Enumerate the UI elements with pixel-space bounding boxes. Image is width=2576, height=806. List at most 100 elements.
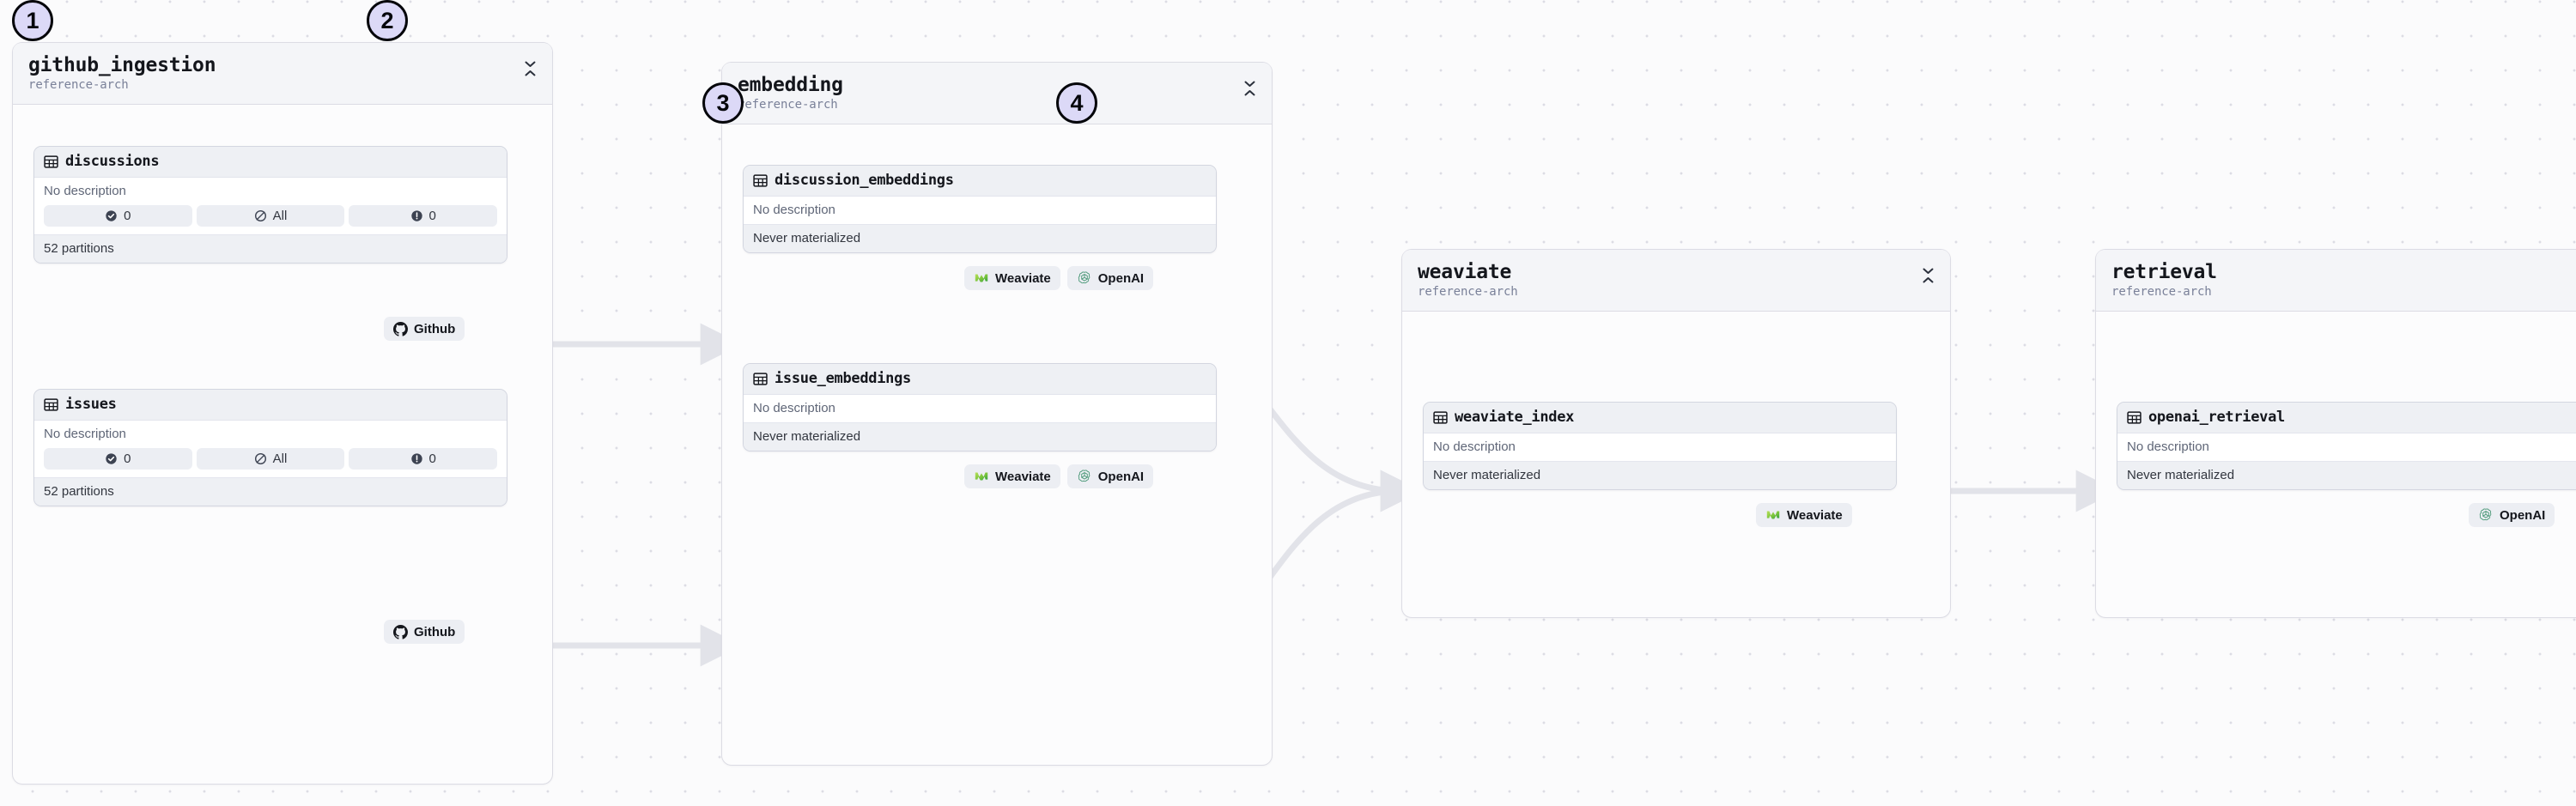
asset-node-openai-retrieval[interactable]: openai_retrieval No description Never ma…	[2117, 402, 2576, 491]
asset-node-discussion-embeddings[interactable]: discussion_embeddings No description Nev…	[743, 165, 1217, 254]
weaviate-icon	[975, 274, 988, 282]
asset-header: issues	[34, 390, 507, 421]
group-subtitle: reference-arch	[1418, 285, 1518, 300]
asset-status: Never materialized	[744, 224, 1216, 253]
group-body: weaviate_index No description Never mate…	[1402, 312, 1950, 679]
check-circle-icon	[106, 453, 117, 465]
tag-openai[interactable]: OpenAI	[2469, 503, 2555, 528]
group-header[interactable]: embedding reference-arch	[722, 63, 1272, 125]
asset-name: weaviate_index	[1455, 409, 1575, 427]
asset-status: Never materialized	[744, 422, 1216, 451]
group-title: embedding	[738, 74, 843, 96]
openai-icon	[1078, 470, 1091, 482]
asset-description: No description	[744, 395, 1216, 423]
missing-partitions-badge[interactable]: All	[196, 205, 345, 227]
group-header[interactable]: retrieval reference-arch	[2096, 250, 2576, 312]
tag-weaviate[interactable]: Weaviate	[964, 266, 1060, 291]
badge-label: 0	[124, 451, 131, 467]
tag-label: Weaviate	[1787, 507, 1843, 523]
asset-tag-row-openai-retrieval: OpenAI	[2469, 503, 2555, 528]
tag-github[interactable]: Github	[384, 620, 465, 645]
table-icon	[2127, 411, 2142, 424]
openai-icon	[2479, 508, 2492, 521]
tag-label: OpenAI	[1097, 270, 1145, 286]
asset-description: No description	[2117, 433, 2576, 462]
asset-node-weaviate-index[interactable]: weaviate_index No description Never mate…	[1423, 402, 1897, 491]
group-body: discussions No description 0	[13, 105, 552, 806]
callout-label: 2	[380, 7, 394, 33]
check-circle-icon	[106, 210, 117, 222]
chevron-collapse-icon[interactable]	[523, 58, 537, 80]
asset-partitions: 52 partitions	[34, 234, 507, 264]
failed-partitions-badge[interactable]: 0	[349, 205, 498, 227]
tag-weaviate[interactable]: Weaviate	[1756, 503, 1852, 528]
group-subtitle: reference-arch	[2111, 285, 2212, 300]
slash-circle-icon	[254, 453, 266, 465]
asset-name: openai_retrieval	[2148, 409, 2285, 427]
asset-name: issue_embeddings	[775, 370, 911, 388]
tag-label: Weaviate	[995, 469, 1051, 484]
missing-partitions-badge[interactable]: All	[196, 448, 345, 470]
asset-description: No description	[34, 178, 507, 206]
badge-label: 0	[428, 209, 436, 224]
openai-icon	[1078, 271, 1091, 284]
asset-header: issue_embeddings	[744, 364, 1216, 396]
asset-badge-row: 0 All	[34, 448, 507, 478]
exclamation-circle-icon	[410, 210, 422, 222]
group-title: weaviate	[1418, 261, 1512, 283]
group-node-embedding[interactable]: embedding reference-arch discussion_embe…	[721, 62, 1273, 766]
tag-openai[interactable]: OpenAI	[1066, 266, 1154, 291]
badge-label: All	[272, 209, 288, 224]
tag-label: Weaviate	[995, 270, 1051, 286]
asset-node-discussions[interactable]: discussions No description 0	[33, 146, 507, 264]
github-icon	[393, 624, 408, 639]
group-subtitle: reference-arch	[738, 98, 838, 112]
callout-badge-2: 2	[367, 0, 408, 41]
chevron-collapse-icon[interactable]	[1921, 264, 1935, 287]
callout-badge-1: 1	[12, 0, 53, 41]
table-icon	[1433, 411, 1448, 424]
materialization-count-badge[interactable]: 0	[44, 205, 192, 227]
exclamation-circle-icon	[410, 453, 422, 465]
asset-header: weaviate_index	[1424, 403, 1896, 434]
tag-weaviate[interactable]: Weaviate	[964, 464, 1060, 489]
asset-description: No description	[34, 421, 507, 449]
callout-label: 3	[716, 89, 730, 116]
asset-description: No description	[1424, 433, 1896, 462]
tag-label: Github	[414, 624, 456, 639]
chevron-collapse-icon[interactable]	[1242, 77, 1256, 100]
asset-name: discussion_embeddings	[775, 172, 954, 190]
table-icon	[753, 174, 768, 187]
callout-label: 1	[26, 7, 39, 33]
group-title: github_ingestion	[28, 54, 216, 76]
group-subtitle: reference-arch	[28, 78, 129, 93]
badge-label: 0	[124, 209, 131, 224]
group-body: discussion_embeddings No description Nev…	[722, 124, 1272, 806]
table-icon	[44, 155, 58, 168]
badge-label: 0	[428, 451, 436, 467]
tag-openai[interactable]: OpenAI	[1066, 464, 1154, 489]
failed-partitions-badge[interactable]: 0	[349, 448, 498, 470]
asset-node-issues[interactable]: issues No description 0	[33, 389, 507, 507]
group-node-github-ingestion[interactable]: github_ingestion reference-arch discussi…	[12, 42, 553, 785]
tag-label: Github	[414, 321, 456, 336]
asset-name: issues	[65, 396, 117, 414]
asset-header: openai_retrieval	[2117, 403, 2576, 434]
asset-partitions: 52 partitions	[34, 477, 507, 506]
callout-badge-3: 3	[702, 82, 744, 124]
group-node-retrieval[interactable]: retrieval reference-arch openai_retrieva…	[2095, 249, 2576, 618]
asset-node-issue-embeddings[interactable]: issue_embeddings No description Never ma…	[743, 363, 1217, 452]
group-body: openai_retrieval No description Never ma…	[2096, 312, 2576, 679]
callout-label: 4	[1070, 89, 1084, 116]
group-header[interactable]: weaviate reference-arch	[1402, 250, 1950, 312]
group-header[interactable]: github_ingestion reference-arch	[13, 43, 552, 106]
group-node-weaviate[interactable]: weaviate reference-arch weaviate_index N…	[1401, 249, 1951, 618]
group-title: retrieval	[2111, 261, 2217, 283]
asset-name: discussions	[65, 153, 160, 171]
asset-badge-row: 0 All	[34, 205, 507, 235]
asset-header: discussion_embeddings	[744, 166, 1216, 197]
materialization-count-badge[interactable]: 0	[44, 448, 192, 470]
table-icon	[44, 398, 58, 411]
tag-github[interactable]: Github	[384, 317, 465, 342]
